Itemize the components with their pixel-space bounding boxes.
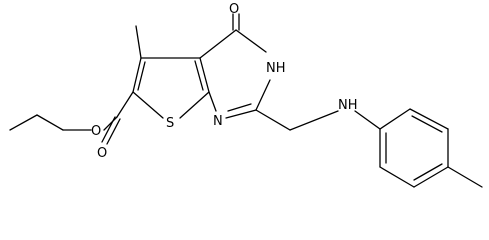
bond-c7a-s	[179, 91, 210, 119]
bond-c4a-c7a	[199, 57, 210, 93]
bond-ar2-ar3	[409, 108, 449, 130]
bond-ester-carbonyl-a	[101, 116, 116, 143]
label-ring-n: N	[213, 114, 223, 129]
bond-c2-ch2	[255, 109, 291, 131]
label-amine-nh: NH	[338, 98, 358, 113]
bond-ar4-ar5	[413, 166, 449, 188]
bond-nh-c2	[255, 79, 271, 111]
bond-ethyl-ch3	[9, 114, 38, 131]
molecule-canvas: O NH S N NH O O	[9, 2, 483, 188]
label-ester-o-double: O	[97, 146, 107, 161]
atom-labels: O NH S N NH O O	[91, 2, 358, 161]
bond-ar-inner-b	[413, 163, 443, 181]
bonds	[9, 13, 483, 188]
bond-c6-c5-inner	[137, 61, 146, 91]
label-carbonyl-o: O	[229, 2, 239, 17]
bond-ch2-nh	[289, 110, 339, 131]
bond-c2-n3-inner	[227, 103, 252, 112]
structure-diagram: O NH S N NH O O	[9, 2, 483, 188]
bond-ethyl-ch2	[36, 114, 64, 131]
bond-nh-aryl	[354, 110, 381, 130]
bond-ar1-ar2	[379, 108, 411, 130]
label-ester-o-single: O	[91, 124, 101, 139]
label-thiophene-s: S	[166, 116, 174, 131]
bond-ar-inner-a	[411, 115, 443, 133]
bond-methyl	[135, 25, 142, 59]
label-ring-nh: NH	[266, 61, 286, 76]
bond-aryl-methyl	[447, 166, 483, 188]
bond-ester-o-carbon	[103, 116, 118, 131]
bond-c6-c5	[132, 57, 142, 93]
bond-c4a-c4	[199, 29, 237, 59]
bond-ester-carbonyl-b	[106, 118, 121, 145]
bond-ar5-ar6	[379, 166, 415, 188]
bond-c2-n3	[225, 109, 257, 119]
bond-c4-nh	[235, 29, 267, 53]
bond-n3-c7a	[208, 91, 217, 112]
bond-ester-ring	[116, 91, 134, 118]
bond-c4a-c7a-inner	[194, 60, 204, 91]
bond-s-c6	[132, 91, 164, 119]
